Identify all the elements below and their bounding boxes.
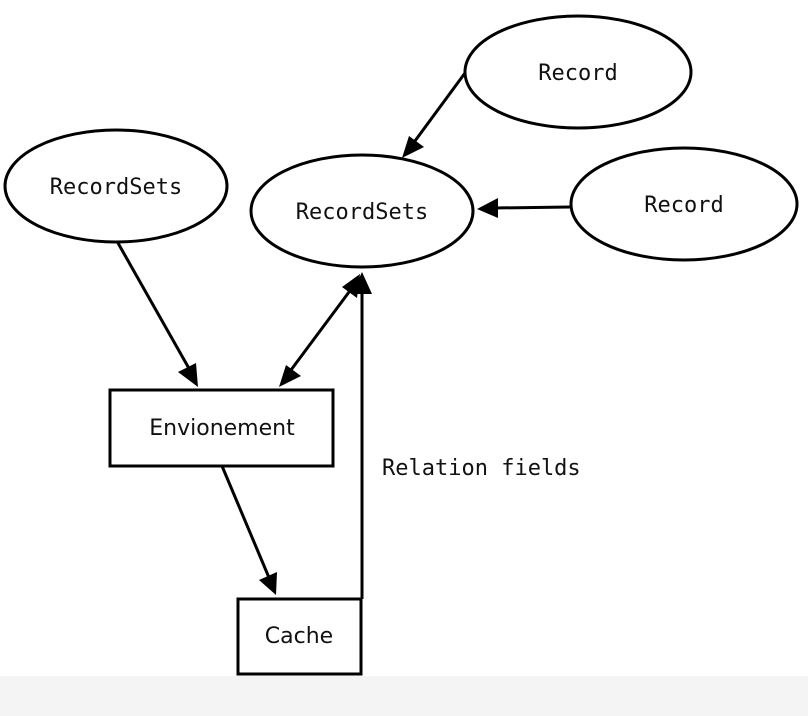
node-recordsets-left-shape xyxy=(3,128,229,244)
node-cache-label: Cache xyxy=(265,624,333,649)
node-record-right-shape xyxy=(569,146,799,262)
node-record-right-label: Record xyxy=(644,193,723,218)
edge-recordsets-left-to-environment xyxy=(116,242,198,387)
edges xyxy=(116,72,571,599)
node-recordsets-center-shape xyxy=(249,153,475,269)
node-recordsets-center: RecordSets xyxy=(249,153,475,269)
edge-environment-to-cache xyxy=(220,465,277,595)
node-record-top: Record xyxy=(463,14,693,130)
node-recordsets-center-label: RecordSets xyxy=(296,200,428,225)
node-recordsets-left: RecordSets xyxy=(3,128,229,244)
node-environment-shape xyxy=(108,388,335,468)
edge-record-top-to-recordsets-center xyxy=(402,72,467,158)
node-cache-shape xyxy=(236,597,363,676)
node-record-right: Record xyxy=(569,146,799,262)
node-cache: Cache xyxy=(236,597,363,676)
edge-record-right-to-recordsets-center xyxy=(477,198,571,218)
node-record-top-label: Record xyxy=(538,61,617,86)
edge-cache-to-recordsets-center xyxy=(352,272,372,599)
node-recordsets-left-label: RecordSets xyxy=(50,175,182,200)
node-environment-label: Envionement xyxy=(149,416,295,441)
node-record-top-shape xyxy=(463,14,693,130)
edge-label-relation-fields: Relation fields xyxy=(382,456,581,481)
diagram-background xyxy=(0,0,808,676)
node-environment: Envionement xyxy=(108,388,335,468)
